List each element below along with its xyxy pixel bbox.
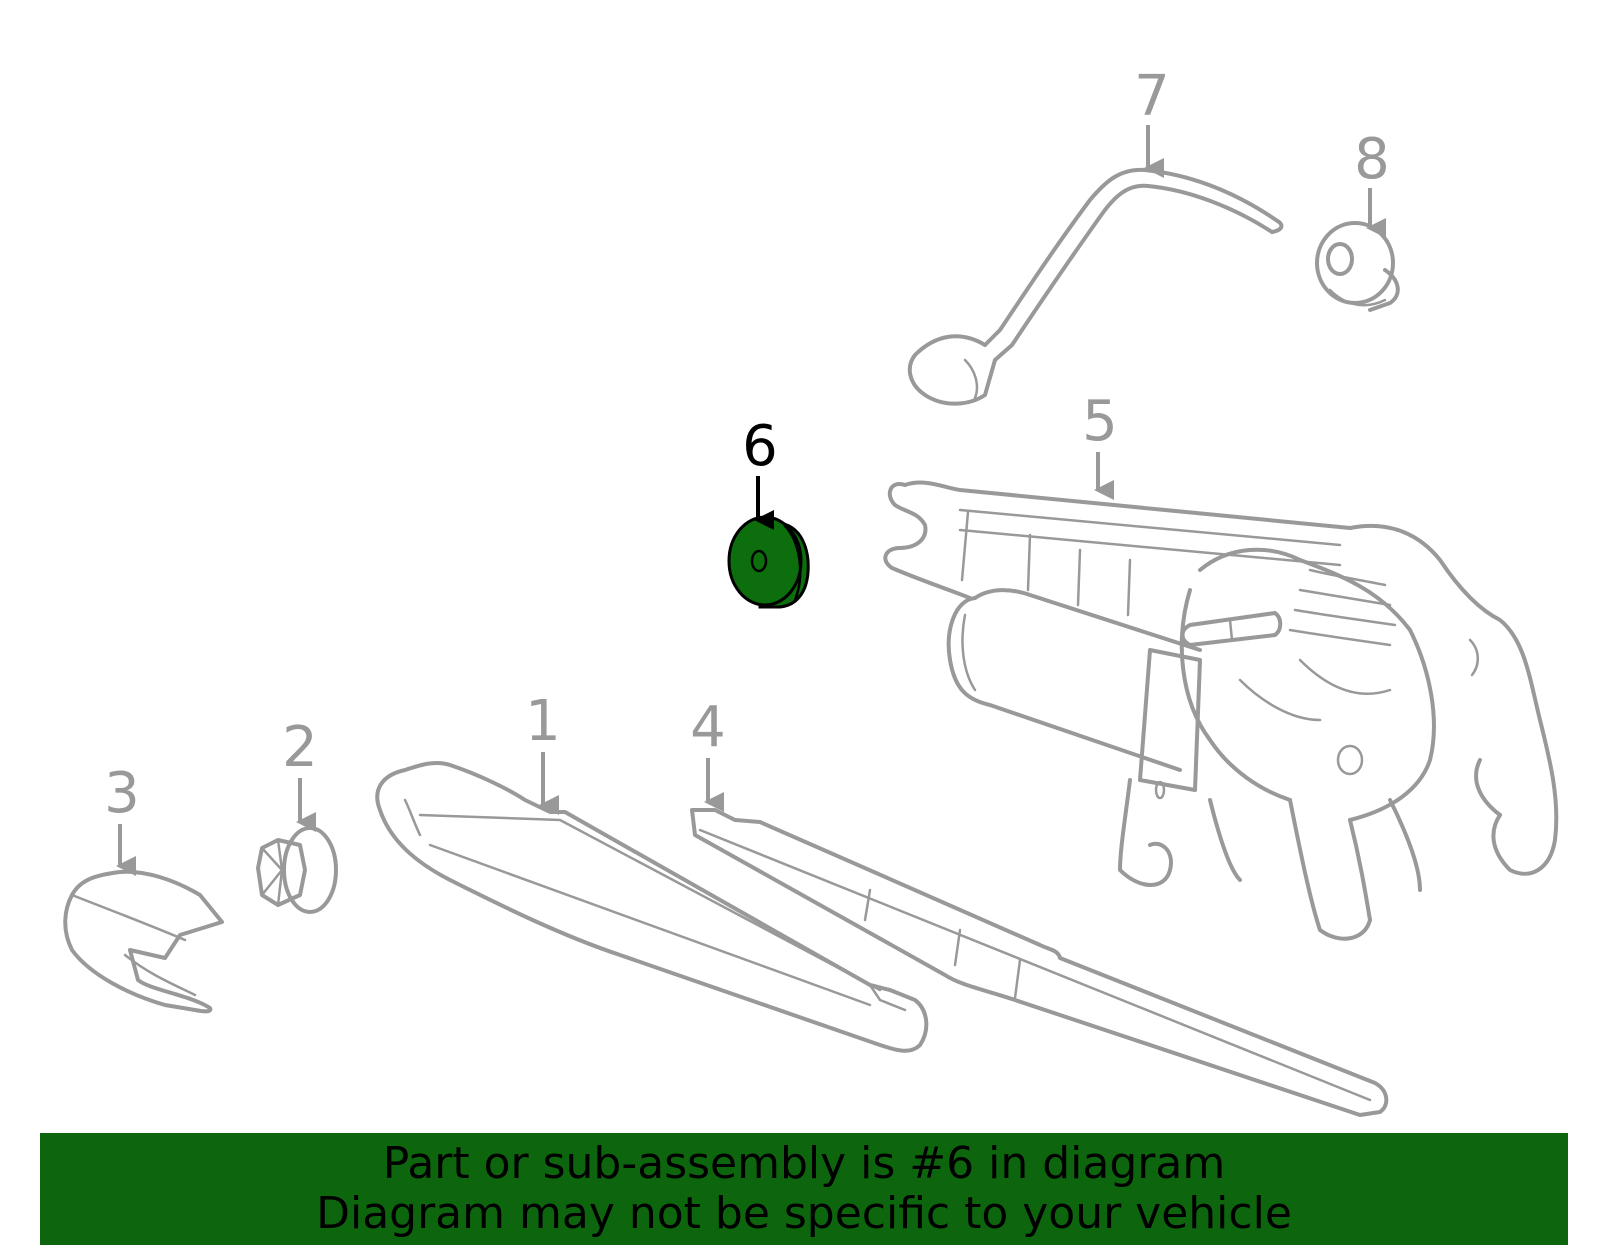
part-2-nut: [256, 826, 338, 914]
callout-8: 8: [1354, 127, 1390, 238]
part-5-wiper-motor: [883, 480, 1559, 941]
part-info-banner: Part or sub-assembly is #6 in diagram Di…: [40, 1133, 1568, 1245]
part-6-highlighted-grommet: [727, 515, 810, 609]
part-3-cap: [63, 869, 224, 1014]
callout-4: 4: [690, 695, 726, 812]
part-1-wiper-arm: [375, 760, 929, 1053]
callout-7: 7: [1134, 64, 1170, 178]
callout-2: 2: [282, 715, 318, 832]
callout-3: 3: [104, 761, 140, 876]
banner-line-disclaimer: Diagram may not be specific to your vehi…: [316, 1188, 1292, 1239]
callout-number-4: 4: [690, 695, 726, 760]
callout-number-6: 6: [742, 414, 778, 479]
callout-number-2: 2: [282, 715, 318, 780]
callout-6: 6: [742, 414, 778, 530]
callout-number-3: 3: [104, 761, 140, 826]
callout-number-8: 8: [1354, 127, 1390, 192]
callout-number-7: 7: [1134, 64, 1170, 129]
part-7-washer-hose: [907, 167, 1284, 406]
banner-line-part-number: Part or sub-assembly is #6 in diagram: [382, 1138, 1226, 1189]
part-8-grommet: [1315, 221, 1400, 312]
part-4-wiper-blade: [690, 808, 1389, 1117]
callout-number-1: 1: [525, 689, 561, 754]
callout-number-5: 5: [1082, 389, 1118, 454]
callout-1: 1: [525, 689, 561, 815]
callout-5: 5: [1082, 389, 1118, 500]
